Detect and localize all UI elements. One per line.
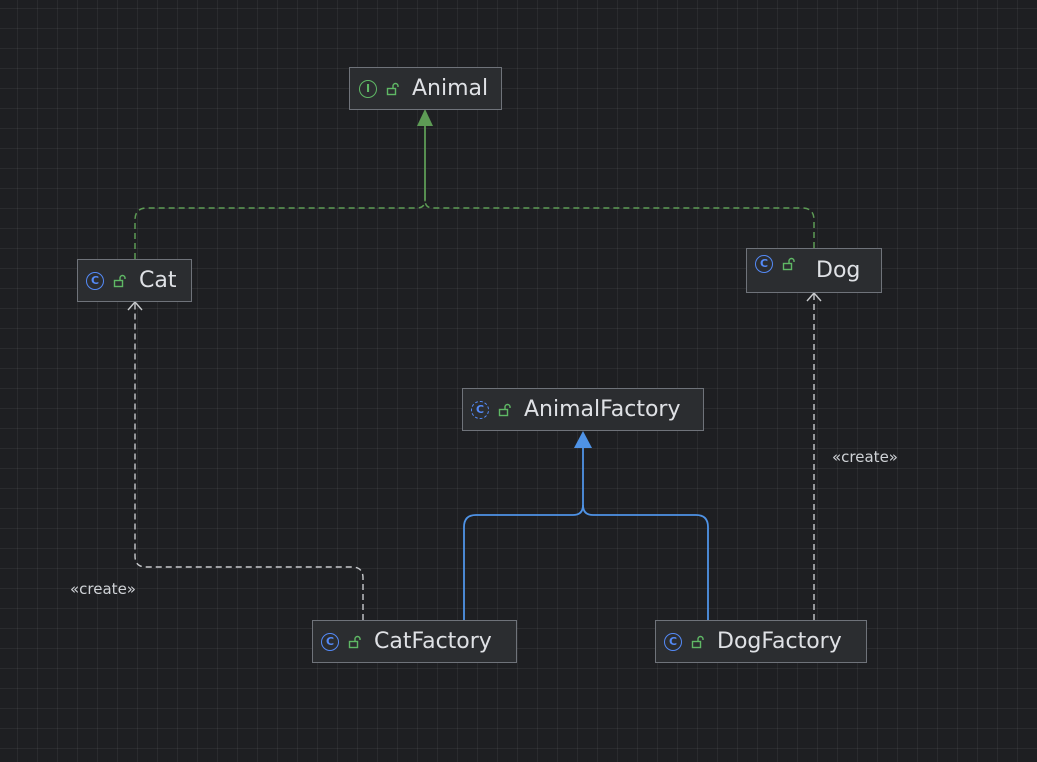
- class-icon: C: [321, 632, 339, 651]
- public-lock-icon: [113, 274, 127, 288]
- node-dog-factory[interactable]: C DogFactory: [655, 620, 867, 663]
- create-label-cat: «create»: [70, 580, 136, 598]
- class-icon: C: [664, 632, 682, 651]
- node-cat-factory[interactable]: C CatFactory: [312, 620, 517, 663]
- public-lock-icon: [691, 635, 705, 649]
- edge-cat-realizes-animal: [134, 199, 426, 259]
- public-lock-icon: [348, 635, 362, 649]
- node-dog-name: Dog: [816, 257, 861, 283]
- class-icon: C: [755, 254, 773, 273]
- class-icon: C: [86, 271, 104, 290]
- public-lock-icon: [498, 403, 512, 417]
- node-animal-factory-name: AnimalFactory: [524, 396, 681, 422]
- node-dog-factory-name: DogFactory: [717, 628, 842, 654]
- node-animal[interactable]: I Animal: [349, 67, 502, 110]
- dependency-arrowhead-cat: [127, 300, 143, 311]
- public-lock-icon: [782, 257, 796, 271]
- edge-catfactory-extends-animalfactory: [463, 504, 584, 620]
- dependency-arrowhead-dog: [806, 291, 822, 302]
- edge-catfactory-creates-cat: [134, 302, 364, 620]
- realization-arrowhead: [417, 109, 433, 126]
- create-label-dog: «create»: [832, 448, 898, 466]
- inheritance-arrowhead: [574, 431, 592, 448]
- edge-dog-realizes-animal: [424, 199, 815, 248]
- edge-dogfactory-extends-animalfactory: [582, 504, 709, 620]
- interface-icon: I: [359, 79, 377, 98]
- node-cat-name: Cat: [139, 267, 177, 293]
- public-lock-icon: [386, 82, 400, 96]
- node-animal-factory[interactable]: C AnimalFactory: [462, 388, 704, 431]
- node-animal-name: Animal: [412, 75, 489, 101]
- node-cat-factory-name: CatFactory: [374, 628, 492, 654]
- node-cat[interactable]: C Cat: [77, 259, 192, 302]
- node-dog[interactable]: C Dog: [746, 248, 882, 293]
- abstract-class-icon: C: [471, 400, 489, 419]
